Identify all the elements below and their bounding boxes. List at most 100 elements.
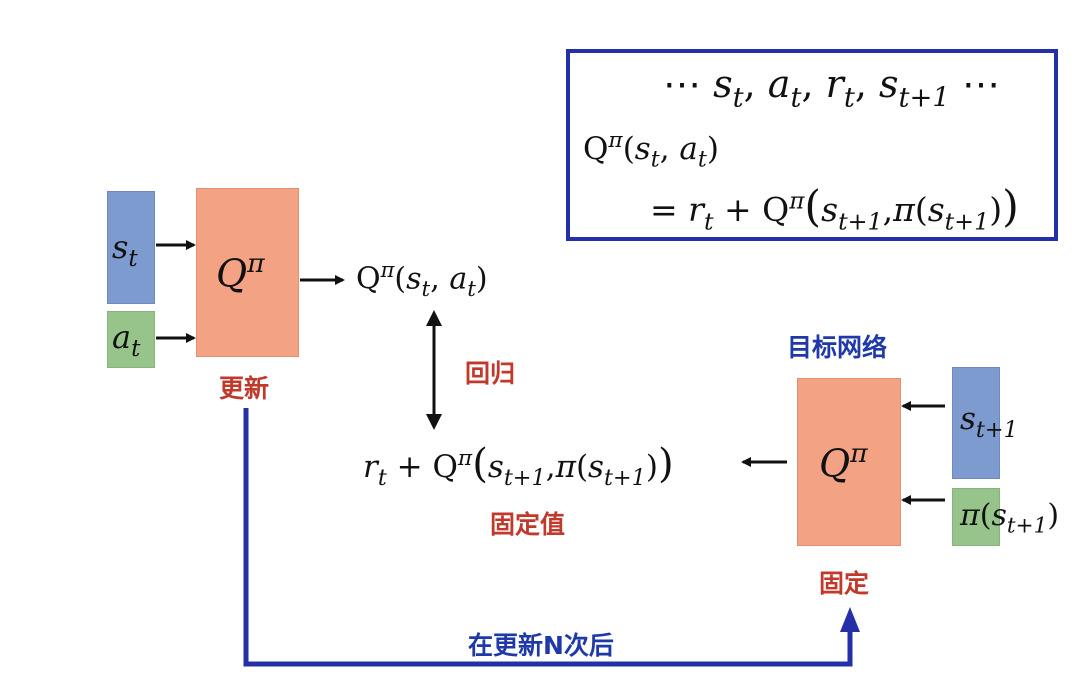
seq-s-next: s: [879, 62, 899, 106]
transition-sequence: ⋯ st, at, rt, st+1 ⋯: [663, 62, 1000, 114]
fixed-value-label: 固定值: [490, 510, 566, 539]
dots-right: ⋯: [961, 62, 1000, 106]
target-q-symbol: Q: [819, 441, 851, 486]
rhs-pi: π: [789, 188, 805, 215]
seq-a: a: [767, 62, 791, 106]
seq-comma: ,: [854, 62, 867, 106]
update-label: 更新: [219, 374, 270, 403]
rhs-plus: +: [723, 190, 752, 229]
rhs-open-inner: (: [914, 190, 928, 229]
seq-comma: ,: [801, 62, 814, 106]
seq-comma: ,: [743, 62, 756, 106]
seq-r: r: [825, 62, 844, 106]
target-open: (: [472, 440, 488, 487]
next-pi-open: (: [979, 498, 992, 533]
target-network-block: [797, 378, 901, 546]
rhs-policy: π: [893, 190, 915, 229]
copy-weights-arrowhead: [840, 607, 860, 632]
rhs-s-sub: t+1: [838, 207, 883, 236]
next-pi-s: s: [991, 498, 1007, 533]
rhs-s: s: [821, 190, 839, 229]
rhs-comma: ,: [882, 190, 894, 229]
rhs-eq: =: [650, 190, 678, 229]
out-a: a: [449, 261, 468, 297]
rhs-r: r: [688, 190, 704, 229]
copy-weights-path: [243, 408, 853, 667]
q-pi: π: [247, 248, 265, 279]
formula-box: [566, 49, 1058, 241]
target-q-pi: π: [850, 438, 868, 469]
lhs-a-sub: t: [697, 146, 707, 173]
action-a: a: [112, 318, 132, 356]
next-action-block: [952, 488, 1000, 546]
out-comma: ,: [430, 261, 440, 297]
rhs-s-inner: s: [927, 190, 945, 229]
out-s: s: [406, 261, 422, 297]
q-output: Qπ(st, at): [356, 258, 488, 302]
target-pi: π: [457, 446, 473, 472]
action-sub: t: [131, 336, 141, 363]
out-pi: π: [380, 258, 395, 282]
arrow-regression-head-bottom: [426, 414, 442, 430]
state-sub: t: [128, 246, 138, 273]
seq-r-sub: t: [843, 82, 855, 114]
action-block: [107, 311, 155, 368]
rhs-r-sub: t: [703, 207, 714, 236]
target-close: ): [657, 440, 674, 487]
lhs-Q: Q: [583, 130, 609, 167]
target-network-label: 目标网络: [787, 333, 888, 362]
target-r-sub: t: [377, 464, 387, 491]
target-plus: +: [396, 449, 423, 485]
lhs-pi: π: [608, 128, 623, 153]
out-a-sub: t: [467, 277, 476, 303]
dots-left: ⋯: [663, 62, 701, 106]
next-state-block: [952, 367, 1000, 479]
rhs-open: (: [804, 182, 822, 232]
next-action-label: π(st+1): [960, 498, 1059, 539]
lhs-a: a: [679, 130, 698, 167]
out-open: (: [394, 261, 407, 297]
target-policy: π: [555, 449, 576, 485]
state-label: st: [112, 228, 138, 272]
state-s: s: [112, 228, 129, 266]
after-n-updates-label: 在更新N次后: [468, 631, 614, 660]
target-s: s: [487, 449, 504, 485]
target-open-inner: (: [575, 449, 589, 485]
lhs-open: (: [622, 130, 635, 167]
action-label: at: [112, 318, 140, 362]
lhs-close: ): [706, 130, 719, 167]
seq-a-sub: t: [790, 82, 802, 114]
rhs-Q: Q: [762, 190, 790, 229]
bellman-rhs: = rt + Qπ(st+1,π(st+1)): [650, 182, 1019, 235]
next-state-label: st+1: [960, 401, 1018, 443]
q-symbol: Q: [216, 251, 248, 296]
regression-label: 回归: [465, 359, 516, 388]
seq-s: s: [713, 62, 733, 106]
arrow-regression-head-top: [426, 310, 442, 326]
state-block: [107, 191, 155, 304]
next-pi-close: ): [1047, 498, 1060, 533]
next-pi-sub: t+1: [1006, 513, 1048, 539]
rhs-s-inner-sub: t+1: [944, 207, 990, 236]
target-Q: Q: [432, 449, 458, 485]
out-close: ): [475, 261, 488, 297]
fixed-label: 固定: [819, 569, 870, 598]
target-close-inner: ): [645, 449, 658, 485]
td-target: rt + Qπ(st+1,π(st+1)): [363, 440, 674, 491]
q-network-label: Qπ: [216, 248, 265, 296]
lhs-comma: ,: [659, 130, 670, 167]
lhs-s-sub: t: [650, 146, 660, 173]
out-s-sub: t: [421, 277, 431, 303]
target-comma: ,: [545, 449, 556, 485]
rhs-close: ): [1002, 182, 1019, 232]
next-pi: π: [960, 498, 980, 533]
seq-s-sub: t: [732, 82, 744, 114]
next-s: s: [960, 401, 976, 437]
q-network-block: [196, 188, 299, 357]
bellman-lhs: Qπ(st, at): [583, 128, 719, 173]
target-s-inner: s: [588, 449, 604, 485]
out-Q: Q: [356, 261, 381, 297]
rhs-close-inner: ): [989, 190, 1003, 229]
lhs-s: s: [634, 130, 651, 167]
